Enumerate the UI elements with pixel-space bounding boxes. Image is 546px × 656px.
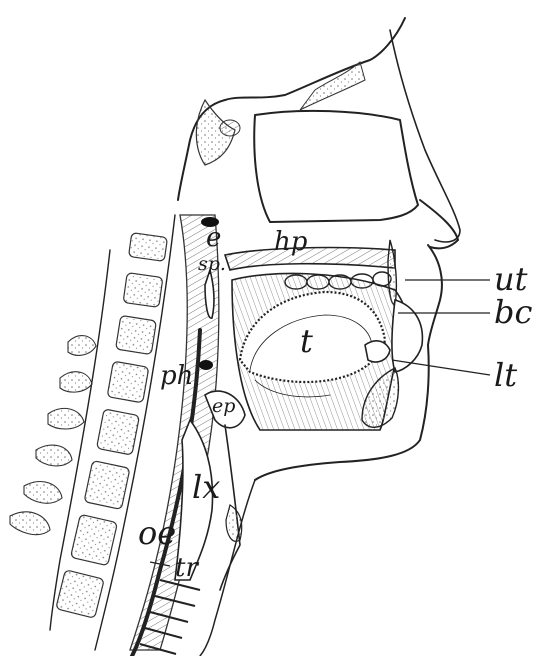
label-lx: lx (192, 468, 220, 506)
label-sp: sp. (198, 253, 226, 275)
label-ep: ep (212, 395, 235, 417)
label-lt: lt (494, 356, 517, 394)
pharynx-mark (199, 360, 213, 370)
label-hp: hp (274, 227, 308, 257)
label-bc: bc (494, 293, 532, 331)
label-e: e (206, 223, 221, 253)
label-t: t (300, 322, 313, 360)
skull-outline (178, 18, 460, 242)
label-oe: oe (138, 514, 176, 552)
label-ph: ph (160, 361, 193, 391)
label-tr: tr (175, 553, 199, 583)
